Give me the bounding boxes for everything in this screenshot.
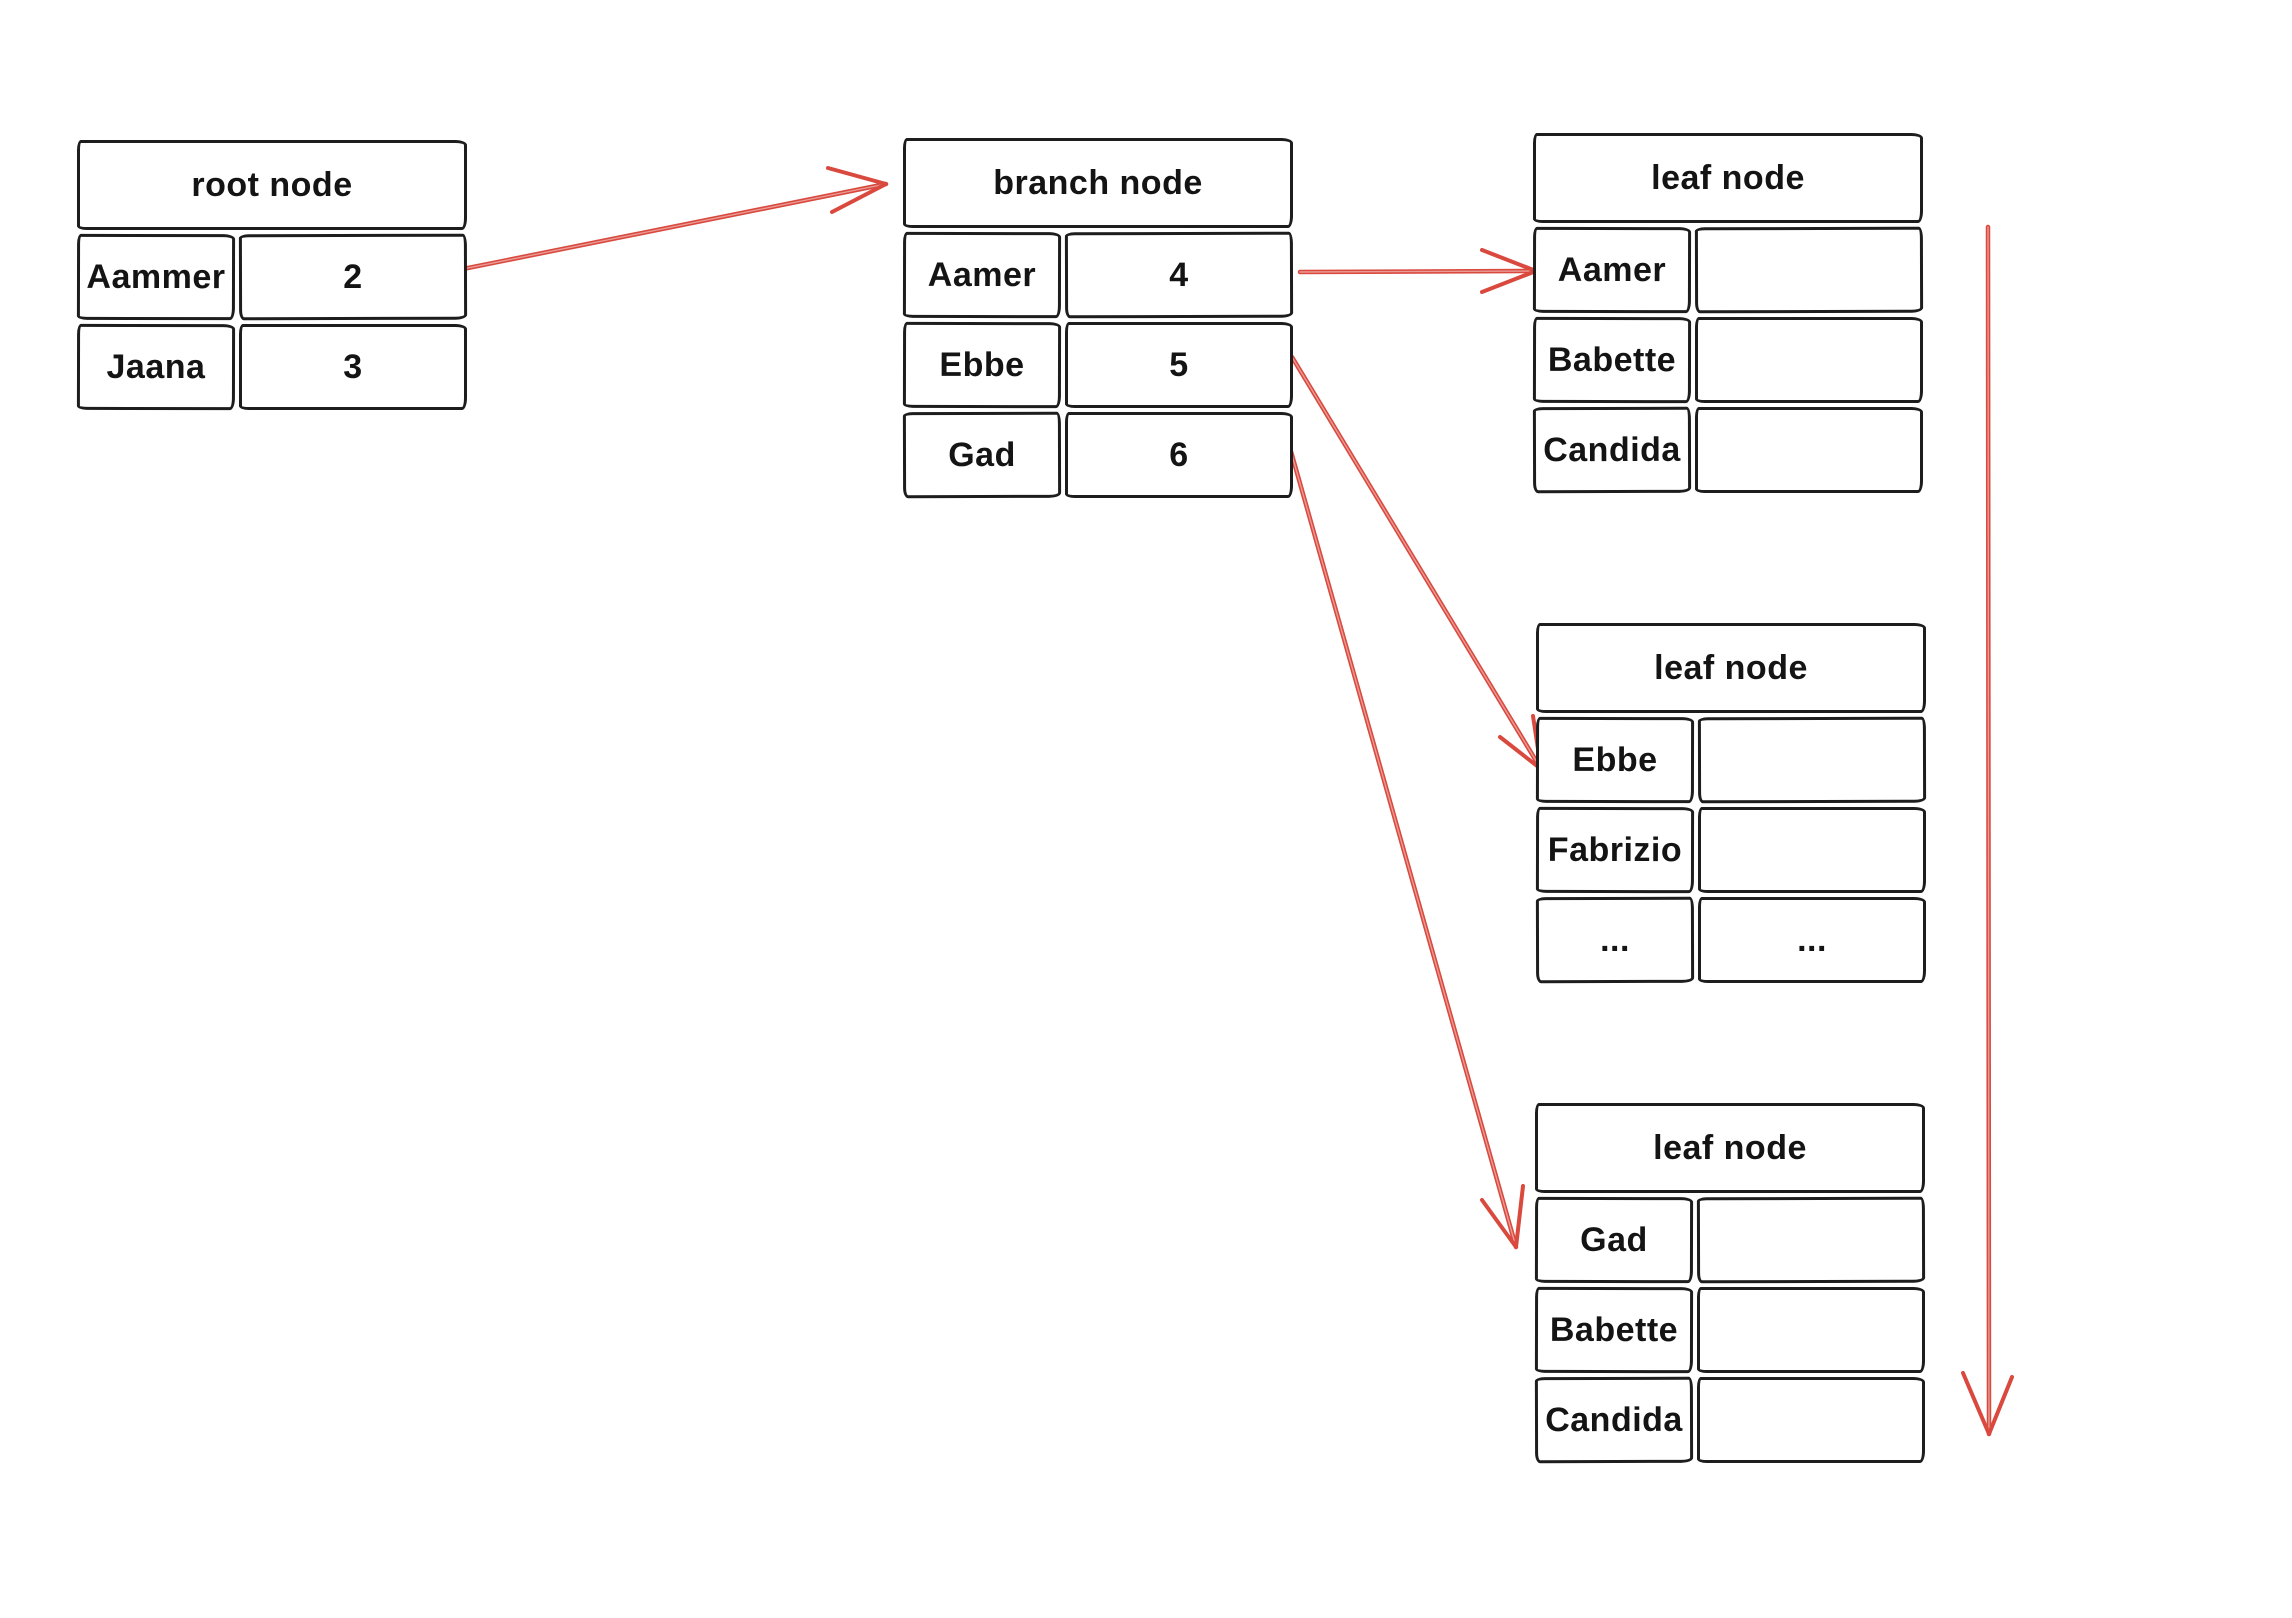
row-value: 6	[1065, 412, 1293, 498]
node-title: root node	[77, 140, 467, 230]
row-key: Gad	[902, 411, 1062, 499]
row-value	[1695, 317, 1923, 403]
row-value: ...	[1698, 897, 1926, 983]
row-value	[1697, 716, 1927, 804]
node-title: leaf node	[1533, 133, 1923, 223]
arrow-branch-to-leaf-top-icon	[1297, 248, 1539, 294]
node-title: leaf node	[1536, 623, 1926, 713]
row-value: 3	[239, 324, 467, 410]
row-key: Ebbe	[1535, 716, 1695, 804]
row-value: 5	[1065, 322, 1293, 408]
leaf-node-table-top: leaf node Aamer Babette Candida	[1532, 133, 1924, 494]
row-key: Candida	[1532, 406, 1692, 494]
row-value	[1695, 407, 1923, 493]
arrow-branch-to-leaf-bottom-icon	[1287, 445, 1525, 1250]
leaf-node-table-bottom: leaf node Gad Babette Candida	[1534, 1103, 1926, 1464]
row-key: Jaana	[76, 323, 236, 411]
row-value: 4	[1064, 231, 1294, 319]
row-key: Ebbe	[902, 321, 1062, 409]
arrow-root-to-branch-icon	[430, 166, 889, 278]
row-key: Candida	[1534, 1376, 1694, 1464]
row-value	[1697, 1287, 1925, 1373]
row-key: Aamer	[902, 231, 1062, 319]
row-key: Fabrizio	[1535, 806, 1695, 894]
node-title: branch node	[903, 138, 1293, 228]
row-key: Aamer	[1532, 226, 1692, 314]
row-value	[1694, 226, 1924, 314]
row-value: 2	[238, 233, 468, 321]
arrow-scan-direction-icon	[1961, 224, 2014, 1437]
row-value	[1696, 1196, 1926, 1284]
root-node-table: root node Aammer 2 Jaana 3	[76, 140, 468, 411]
row-value	[1698, 807, 1926, 893]
node-title: leaf node	[1535, 1103, 1925, 1193]
branch-node-table: branch node Aamer 4 Ebbe 5 Gad 6	[902, 138, 1294, 499]
row-key: Babette	[1532, 316, 1692, 404]
row-key: Aammer	[76, 233, 236, 321]
row-key: Babette	[1534, 1286, 1694, 1374]
row-value	[1697, 1377, 1925, 1463]
arrow-branch-to-leaf-middle-icon	[1289, 354, 1544, 772]
row-key: ...	[1535, 896, 1695, 984]
leaf-node-table-middle: leaf node Ebbe Fabrizio ... ...	[1535, 623, 1927, 984]
row-key: Gad	[1534, 1196, 1694, 1284]
